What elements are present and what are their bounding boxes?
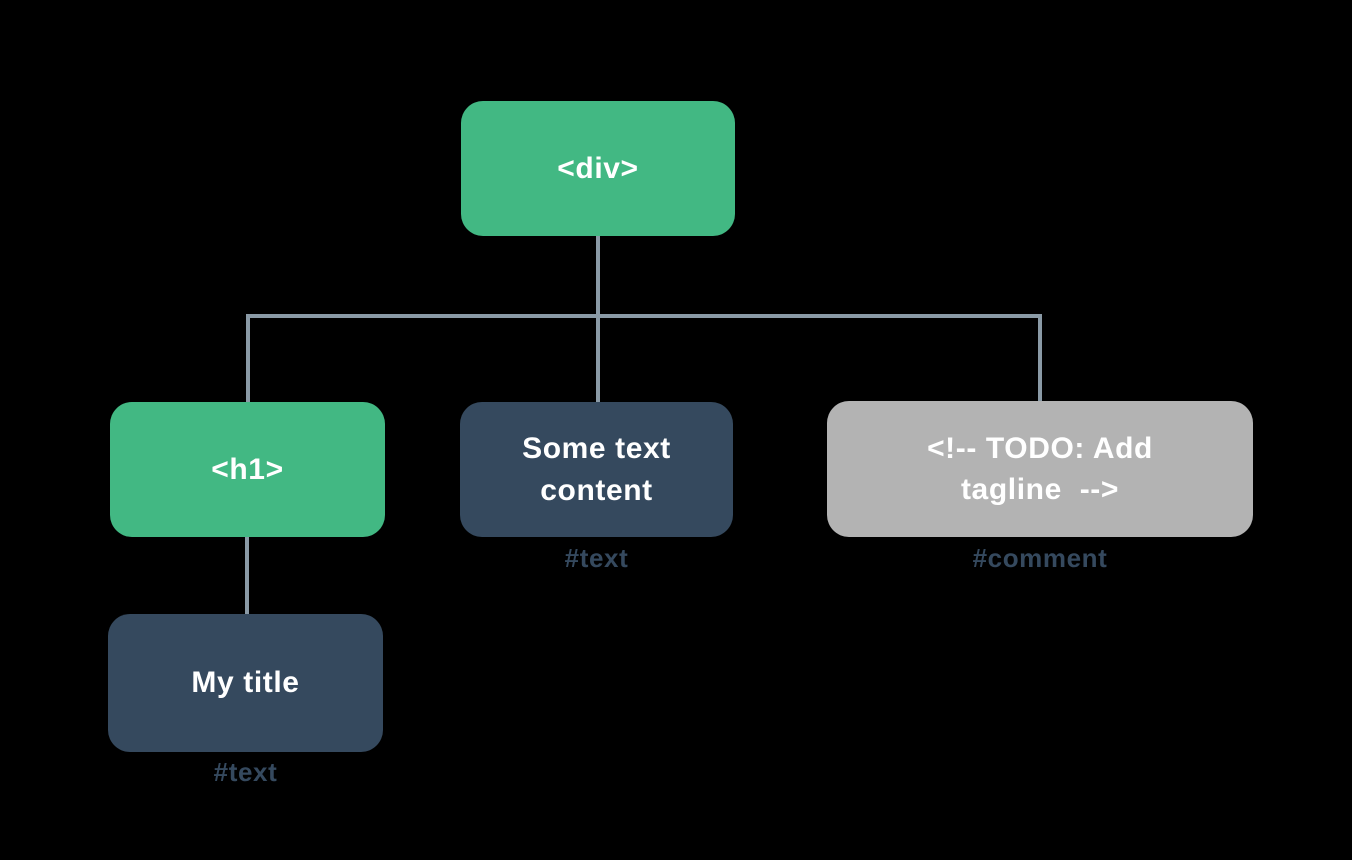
my-title-type-label: #text (213, 757, 278, 787)
h1-element-node: <h1> (110, 402, 385, 537)
connector-branch-horizontal (246, 314, 1042, 318)
connector-branch-to-text-node (596, 314, 600, 402)
my-title-text-node: My title (108, 614, 383, 752)
connector-branch-to-comment-node (1038, 314, 1042, 401)
text-content-node: Some text content (460, 402, 733, 537)
text-node-type-label: #text (564, 543, 629, 573)
connector-root-to-branch (596, 236, 600, 318)
connector-branch-to-h1 (246, 314, 250, 402)
comment-node: <!-- TODO: Add tagline --> (827, 401, 1253, 537)
comment-node-type-label: #comment (972, 543, 1108, 573)
connector-h1-to-text-child (245, 537, 249, 614)
div-element-node: <div> (461, 101, 735, 236)
